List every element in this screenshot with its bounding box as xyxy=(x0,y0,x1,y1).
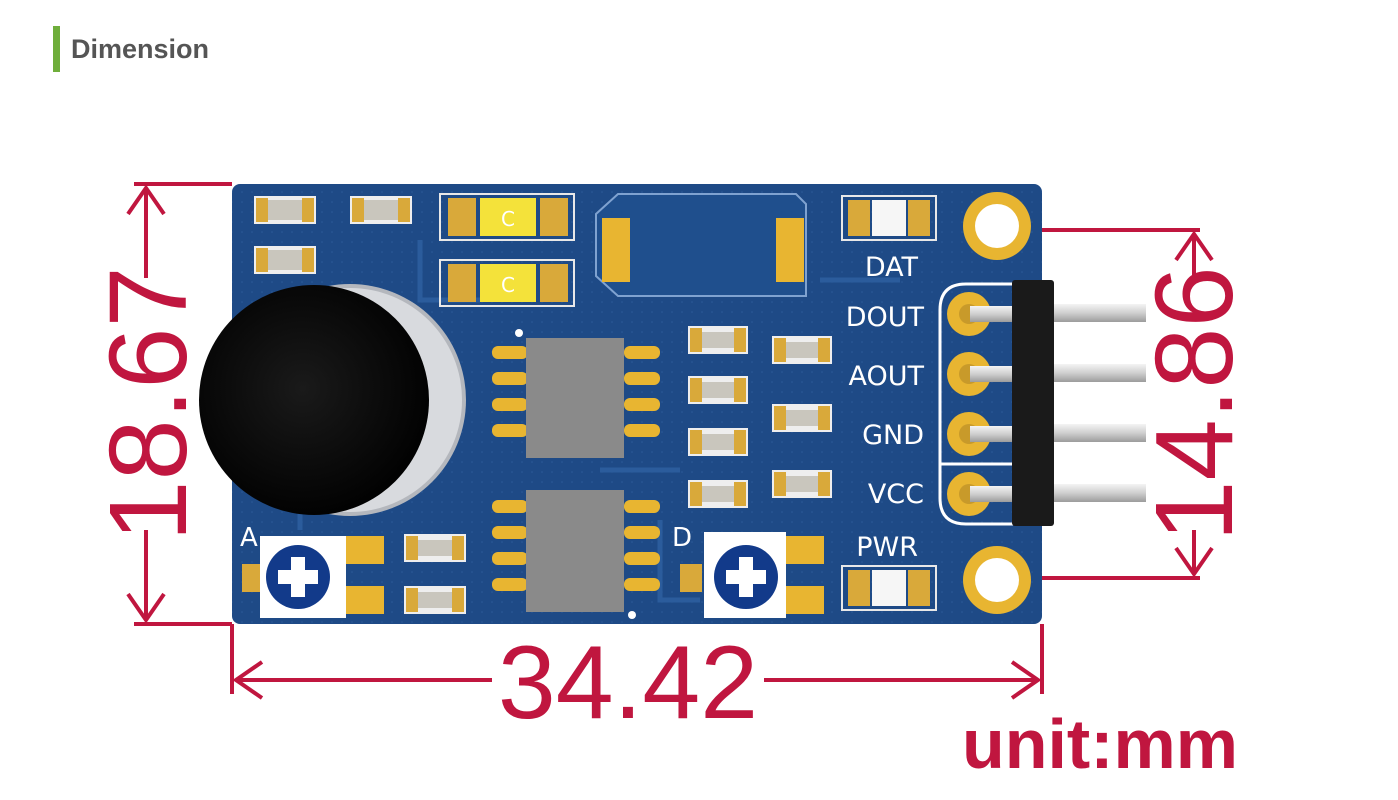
pot-a-label: A xyxy=(240,523,258,553)
potentiometer-a: A xyxy=(240,523,384,618)
pin-label-pwr: PWR xyxy=(856,532,918,563)
capacitor-label: C xyxy=(501,273,515,297)
dat-led xyxy=(841,195,937,241)
ic-chip-top xyxy=(492,329,660,458)
pot-d-label: D xyxy=(672,523,692,553)
potentiometer-icon xyxy=(714,545,778,609)
smd-resistor xyxy=(772,470,832,498)
pin-label-gnd: GND xyxy=(862,420,924,451)
smd-resistor xyxy=(772,336,832,364)
dimension-height-right: 14.86 xyxy=(1133,266,1256,541)
ic-chip-bottom xyxy=(492,490,660,619)
potentiometer-icon xyxy=(266,545,330,609)
pwr-led xyxy=(841,565,937,611)
smd-resistor xyxy=(688,480,748,508)
smd-resistor xyxy=(688,326,748,354)
unit-label: unit:mm xyxy=(962,705,1238,783)
capacitor-label: C xyxy=(501,207,515,231)
header-pads xyxy=(947,292,991,516)
smd-resistor xyxy=(688,428,748,456)
smd-resistor xyxy=(772,404,832,432)
smd-capacitor: C xyxy=(439,193,575,241)
smd-resistor xyxy=(254,246,316,274)
mounting-hole-bottom xyxy=(963,546,1031,614)
dimension-height-left: 18.67 xyxy=(87,266,210,541)
mounting-hole-top xyxy=(963,192,1031,260)
pin-labels: DAT DOUT AOUT GND VCC PWR xyxy=(846,252,925,563)
pin-label-vcc: VCC xyxy=(868,479,924,510)
microphone-icon xyxy=(199,284,466,516)
smd-resistor xyxy=(254,196,316,224)
heading-accent-bar xyxy=(53,26,60,72)
dimension-width: 34.42 xyxy=(498,625,758,741)
pin-label-dat: DAT xyxy=(865,252,919,283)
pin-label-dout: DOUT xyxy=(846,302,925,333)
header-outline xyxy=(938,282,1018,526)
pin-label-aout: AOUT xyxy=(848,361,924,392)
dimension-lines xyxy=(126,182,1214,700)
smd-resistor xyxy=(350,196,412,224)
page-title: Dimension xyxy=(71,33,210,64)
pin-header xyxy=(970,280,1146,526)
smd-resistor xyxy=(404,534,466,562)
large-capacitor-footprint xyxy=(595,193,807,297)
smd-resistor xyxy=(688,376,748,404)
section-heading: Dimension xyxy=(53,26,209,72)
smd-resistor xyxy=(404,586,466,614)
potentiometer-d: D xyxy=(672,523,824,618)
smd-capacitor: C xyxy=(439,259,575,307)
smd-components: C C xyxy=(254,193,937,614)
